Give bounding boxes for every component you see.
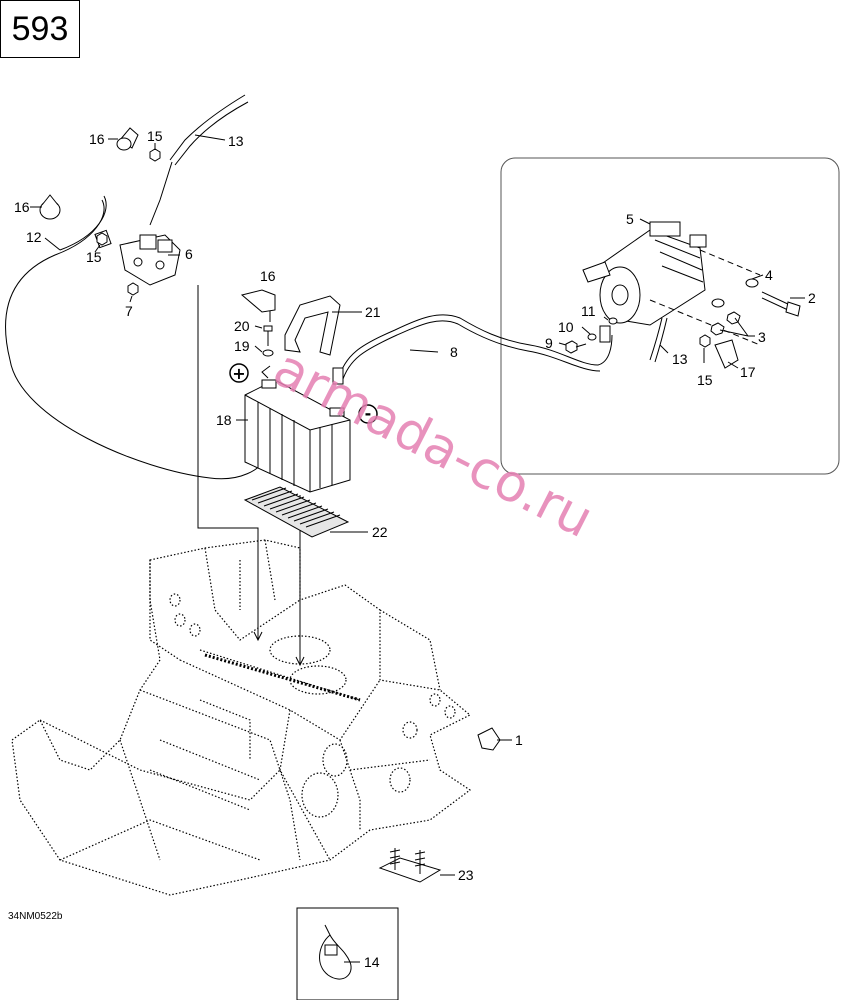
battery-screw [263, 325, 273, 346]
cable-tie-detail-box [296, 907, 399, 1000]
callout-10: 10 [558, 319, 574, 335]
nut-inset [699, 334, 711, 348]
callout-13-inset: 13 [672, 351, 688, 367]
battery-cable-route-line [197, 285, 259, 640]
callout-11: 11 [581, 303, 596, 319]
battery [244, 379, 351, 493]
callout-4: 4 [765, 267, 773, 283]
callout-17: 17 [740, 364, 756, 380]
starter-motor [582, 221, 707, 326]
callout-20: 20 [234, 318, 250, 334]
starter-terminal-cap [714, 339, 739, 369]
battery-washer [262, 349, 274, 357]
starter-bolt-long [761, 291, 801, 317]
nut-left [96, 232, 108, 246]
positive-lead [261, 365, 271, 379]
washer-upper [745, 278, 759, 288]
positive-cable-top [169, 94, 246, 161]
callout-16-left: 16 [14, 199, 30, 215]
callout-labels: 1 2 3 4 5 6 7 8 9 10 11 12 13 13 14 15 1… [14, 128, 816, 970]
callout-8: 8 [450, 344, 458, 360]
callout-6: 6 [185, 246, 193, 262]
callout-16-battery: 16 [260, 268, 276, 284]
screw-9 [565, 340, 578, 354]
terminal-cap-left [39, 194, 61, 220]
nut-top [149, 148, 161, 162]
drawing-code: 34NM0522b [8, 911, 63, 922]
lock-washer-11 [608, 317, 618, 325]
chassis-frame [11, 539, 472, 896]
callout-12: 12 [26, 229, 42, 245]
washer-10 [587, 333, 597, 341]
callout-21: 21 [365, 304, 381, 320]
clip [477, 727, 501, 751]
callout-14: 14 [364, 954, 380, 970]
nut-lower [127, 282, 139, 296]
callout-15-left: 15 [86, 249, 102, 265]
negative-cable [5, 199, 271, 480]
starter-cable [337, 314, 613, 381]
callout-22: 22 [372, 524, 388, 540]
washer-lower [711, 298, 725, 308]
terminal-cap-top [116, 127, 139, 151]
callout-1: 1 [515, 732, 523, 748]
positive-cable-inset [649, 317, 663, 361]
callout-9: 9 [545, 335, 553, 351]
cable-terminal [599, 325, 611, 343]
cable-tie [319, 924, 352, 980]
positive-symbol: + [232, 364, 245, 383]
callout-18: 18 [216, 412, 232, 428]
page-number-box: 593 [0, 0, 80, 58]
battery-mat [243, 486, 350, 538]
callout-leaders [30, 134, 805, 963]
callout-2: 2 [808, 290, 816, 306]
page-number: 593 [11, 9, 69, 48]
callout-13-top: 13 [228, 133, 244, 149]
negative-symbol: - [365, 404, 372, 423]
positive-terminal-symbol: + [229, 363, 249, 383]
callout-3: 3 [758, 329, 766, 345]
starter-alignment-lines [649, 249, 761, 346]
callout-5: 5 [626, 211, 634, 227]
callout-19: 19 [234, 338, 250, 354]
callout-7: 7 [125, 303, 133, 319]
battery-holder-plate [378, 848, 442, 883]
callout-23: 23 [458, 867, 474, 883]
callout-15-inset: 15 [697, 372, 713, 388]
battery-strap [284, 295, 341, 356]
callout-16-top: 16 [89, 131, 105, 147]
callout-15-top: 15 [147, 128, 163, 144]
starter-detail-inset [500, 157, 840, 475]
starter-solenoid [119, 234, 181, 286]
negative-terminal-symbol: - [358, 404, 378, 424]
battery-terminal-cap [240, 289, 276, 313]
